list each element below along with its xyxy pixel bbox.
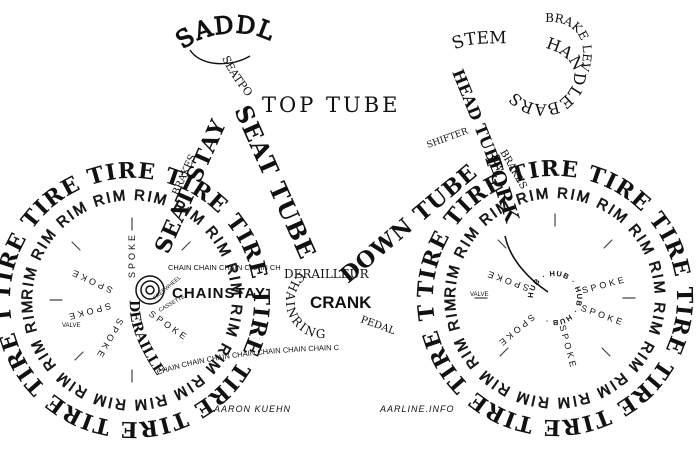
rear-valve-label: VALVE — [62, 323, 80, 329]
rear-spoke-label: SPOKE — [147, 309, 190, 344]
front-spoke-label: SPOKE — [557, 324, 579, 371]
front-valve-label: VALVE — [470, 292, 488, 298]
handlebars-label: HANDLEBARS — [505, 34, 589, 120]
front-wheel: TIRE TIRE TIRE TIRE TIRE TIRE TIRE TIRE … — [0, 0, 696, 440]
pedal-label: PEDAL — [359, 314, 397, 337]
top-tube-label: TOP TUBE — [262, 93, 401, 117]
front-tire-text: TIRE TIRE TIRE TIRE TIRE TIRE TIRE TIRE … — [0, 0, 696, 440]
rear-spoke-label: SPOKE — [127, 232, 137, 278]
rear-spoke-label: SPOKE — [65, 301, 112, 323]
saddle-label: SADDLE — [0, 0, 279, 54]
rear-spoke-label: SPOKE — [94, 317, 126, 362]
front-derailleur-label: DERAILLEUR — [284, 267, 370, 281]
site-credit: AARLINE.INFO — [379, 404, 455, 414]
front-spoke-label: SPOKE — [580, 303, 627, 328]
front-spoke-dashes — [474, 213, 636, 357]
front-spoke-label: SPOKE — [581, 274, 628, 296]
author-credit: AARON KUEHN — [213, 404, 291, 414]
shifter-label: SHIFTER — [426, 127, 470, 151]
rear-spoke-label: SPOKE — [68, 267, 114, 296]
stem-label: STEM — [449, 28, 506, 54]
crank-label: CRANK — [310, 293, 372, 312]
rear-spoke-dashes — [49, 217, 191, 383]
chainstay-label: CHAINSTAY — [172, 285, 266, 302]
front-spoke-label: SPOKE — [495, 312, 537, 349]
